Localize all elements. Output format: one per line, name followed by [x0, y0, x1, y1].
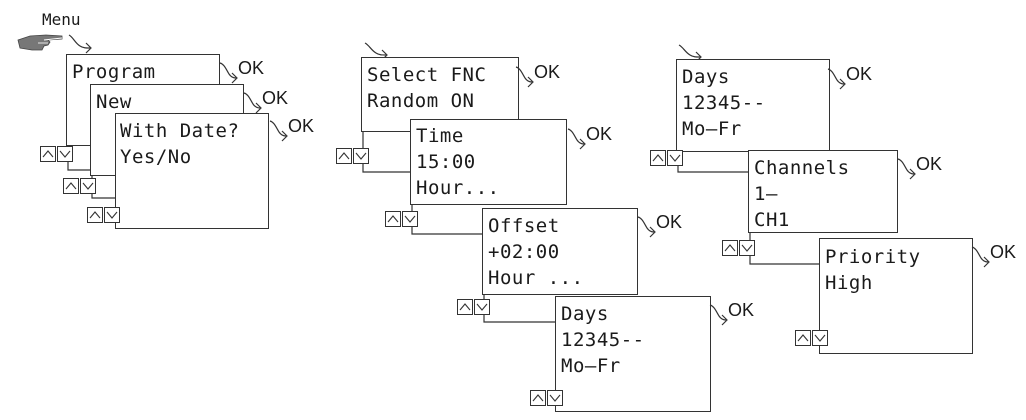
screen-offset [482, 208, 638, 295]
screen-channels [748, 150, 898, 233]
ok-arrow-icon [897, 158, 916, 180]
screen-line: Days [561, 303, 609, 325]
screen-line: 12345-- [682, 92, 766, 114]
ok-arrow-icon [219, 62, 238, 84]
ok-label: OK [288, 116, 315, 136]
ok-label: OK [262, 88, 289, 108]
screen-line: Hour... [416, 177, 500, 199]
up-arrow-icon[interactable] [722, 240, 738, 256]
screen-line: Time [416, 125, 464, 147]
down-arrow-icon[interactable] [57, 146, 73, 162]
down-arrow-icon[interactable] [80, 178, 96, 194]
ok-arrow-icon [971, 246, 990, 268]
up-down-buttons [336, 148, 370, 164]
pointing-hand-icon[interactable] [16, 28, 66, 56]
ok-label: OK [990, 242, 1017, 262]
screen-line: With Date? [120, 120, 240, 142]
screen-line: Mo—Fr [682, 118, 742, 140]
down-arrow-icon[interactable] [547, 390, 563, 406]
curved-arrow-icon [68, 34, 92, 54]
ok-arrow-icon [515, 66, 534, 88]
screen-line: Yes/No [120, 146, 192, 168]
ok-label: OK [534, 62, 561, 82]
up-arrow-icon[interactable] [795, 330, 811, 346]
screen-line: Channels [754, 157, 850, 179]
screen-priority [819, 238, 973, 354]
screen-line: Priority [825, 246, 921, 268]
up-down-buttons [40, 146, 74, 162]
screen-line: Mo—Fr [561, 355, 621, 377]
up-down-buttons [87, 207, 121, 223]
up-down-buttons [650, 150, 684, 166]
screen-line: Select FNC [367, 64, 487, 86]
screen-days [555, 296, 711, 412]
up-arrow-icon[interactable] [87, 207, 103, 223]
ok-label: OK [238, 58, 265, 78]
screen-line: 1— [754, 183, 778, 205]
down-arrow-icon[interactable] [667, 150, 683, 166]
screen-line: +02:00 [488, 241, 560, 263]
screen-time [410, 119, 567, 205]
up-arrow-icon[interactable] [385, 211, 401, 227]
ok-arrow-icon [827, 68, 846, 90]
screen-line: High [825, 272, 873, 294]
up-down-buttons [722, 240, 756, 256]
up-down-buttons [457, 299, 491, 315]
ok-arrow-icon [567, 128, 586, 150]
down-arrow-icon[interactable] [739, 240, 755, 256]
up-arrow-icon[interactable] [40, 146, 56, 162]
ok-arrow-icon [637, 216, 656, 238]
screen-line: New [96, 91, 132, 113]
ok-arrow-icon [269, 120, 288, 142]
screen-line: CH1 [754, 209, 790, 231]
up-arrow-icon[interactable] [63, 178, 79, 194]
up-arrow-icon[interactable] [457, 299, 473, 315]
menu-label: Menu [42, 10, 81, 29]
up-arrow-icon[interactable] [336, 148, 352, 164]
screen-days [676, 59, 830, 152]
down-arrow-icon[interactable] [812, 330, 828, 346]
up-down-buttons [63, 178, 97, 194]
screen-line: Hour ... [488, 267, 584, 289]
screen-line: Program [72, 61, 156, 83]
ok-arrow-icon [709, 304, 728, 326]
up-arrow-icon[interactable] [530, 390, 546, 406]
ok-label: OK [586, 124, 613, 144]
screen-line: 15:00 [416, 151, 476, 173]
up-arrow-icon[interactable] [650, 150, 666, 166]
ok-label: OK [728, 300, 755, 320]
screen-with-date [115, 113, 269, 229]
up-down-buttons [795, 330, 829, 346]
screen-line: 12345-- [561, 329, 645, 351]
down-arrow-icon[interactable] [474, 299, 490, 315]
screen-line: Random ON [367, 90, 475, 112]
ok-label: OK [916, 154, 943, 174]
down-arrow-icon[interactable] [353, 148, 369, 164]
screen-line: Offset [488, 215, 560, 237]
ok-label: OK [846, 64, 873, 84]
up-down-buttons [530, 390, 564, 406]
down-arrow-icon[interactable] [402, 211, 418, 227]
screen-line: Days [682, 66, 730, 88]
ok-arrow-icon [243, 92, 262, 114]
up-down-buttons [385, 211, 419, 227]
ok-label: OK [656, 212, 683, 232]
down-arrow-icon[interactable] [104, 207, 120, 223]
